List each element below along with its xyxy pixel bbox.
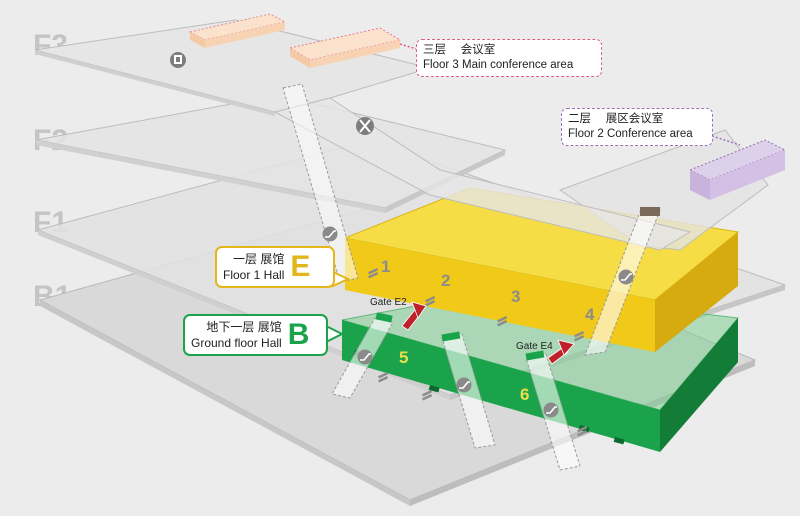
callout-f3-en: Floor 3 Main conference area: [423, 59, 574, 71]
escalator-icon: [618, 269, 634, 285]
callout-b1-en: Ground floor Hall: [191, 336, 282, 350]
callout-f1-hall-e: 一层 展馆 Floor 1 Hall E: [215, 246, 335, 288]
callout-f2-cn: 二层 展区会议室: [568, 113, 664, 125]
callout-f1-cn: 一层 展馆: [233, 252, 285, 266]
hall-number-5: 5: [399, 348, 408, 367]
escalator-icon: [543, 402, 559, 418]
hall-b-letter: B: [287, 318, 310, 351]
f3-conference-block: [288, 27, 421, 68]
hall-divider-markers: [368, 267, 588, 437]
f2-conference-block: [688, 135, 787, 200]
callout-f3-cn: 三层 会议室: [423, 44, 496, 56]
hall-number-2: 2: [441, 271, 450, 290]
floor-plate-f3: [34, 19, 692, 251]
hall-number-1: 1: [381, 257, 390, 276]
gate-e2-arrow: [401, 301, 427, 331]
hall-number-4: 4: [585, 305, 595, 324]
callout-b1-hall-b: 地下一层 展馆 Ground floor Hall B: [183, 314, 328, 356]
callout-f1-text: 一层 展馆 Floor 1 Hall: [223, 251, 284, 283]
escalator-icon: [456, 377, 472, 393]
restaurant-icon: [356, 117, 374, 135]
gate-e4-label: Gate E4: [516, 341, 553, 352]
callout-f2-en: Floor 2 Conference area: [568, 128, 693, 140]
gate-e4-arrow: [547, 339, 575, 365]
escalator-f3-f1: [282, 83, 359, 283]
callout-b1-cn: 地下一层 展馆: [206, 320, 282, 334]
callout-f2-conference: 二层 展区会议室 Floor 2 Conference area: [561, 108, 713, 146]
hall-number-3: 3: [511, 287, 520, 306]
callout-f1-en: Floor 1 Hall: [223, 268, 285, 282]
escalator-icon: [322, 226, 338, 242]
elevator-icon: [170, 52, 186, 68]
gate-e2-label: Gate E2: [370, 297, 407, 308]
hall-e-letter: E: [290, 250, 311, 283]
f3-small-block: [188, 13, 287, 48]
callout-f3-conference: 三层 会议室 Floor 3 Main conference area: [416, 39, 602, 77]
callout-b1-text: 地下一层 展馆 Ground floor Hall: [191, 319, 282, 351]
escalator-icon: [357, 349, 373, 365]
hall-number-6: 6: [520, 385, 529, 404]
